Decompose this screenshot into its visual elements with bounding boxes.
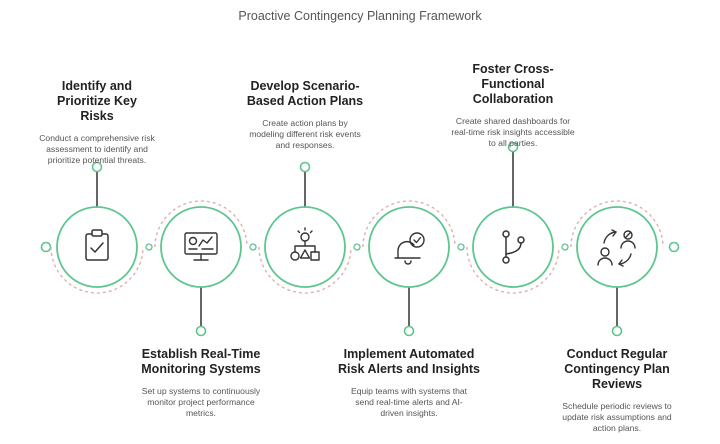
node-circle-step-6 [576, 206, 658, 288]
flow-arc-4 [362, 200, 456, 248]
junction-dot [145, 243, 153, 251]
step-6-description: Schedule periodic reviews to update risk… [562, 401, 672, 433]
monitor-dashboard-icon [184, 232, 218, 261]
step-4-heading: Implement Automated Risk Alerts and Insi… [338, 347, 480, 376]
clipboard-check-icon [85, 229, 109, 261]
flow-arc-5 [466, 246, 560, 294]
step-5-heading: Foster Cross-Functional Collaboration [472, 62, 554, 106]
bell-check-icon [394, 232, 425, 265]
node-circle-step-5 [472, 206, 554, 288]
git-branch-icon [502, 230, 525, 264]
diagram-title: Proactive Contingency Planning Framework [238, 9, 482, 23]
node-circle-step-1 [56, 206, 138, 288]
flow-arc-6 [570, 200, 664, 248]
step-3-heading: Develop Scenario-Based Action Plans [246, 79, 364, 108]
step-3-text: Develop Scenario-Based Action Plans Crea… [210, 79, 400, 151]
review-cycle-icon [597, 229, 636, 267]
step-5-description: Create shared dashboards for real-time r… [451, 116, 575, 148]
step-6-heading: Conduct Regular Contingency Plan Reviews [564, 347, 670, 391]
step-2-text: Establish Real-Time Monitoring Systems S… [106, 347, 296, 419]
flow-arc-2 [154, 200, 248, 248]
connector-dot-step-3 [299, 161, 311, 173]
step-3-description: Create action plans by modeling differen… [249, 118, 361, 150]
step-4-description: Equip teams with systems that send real-… [350, 386, 468, 418]
step-1-heading: Identify and Prioritize Key Risks [57, 79, 137, 123]
connector-dot-step-2 [195, 325, 207, 337]
junction-dot [249, 243, 257, 251]
junction-dot [457, 243, 465, 251]
flow-arc-3 [258, 246, 352, 294]
connector-dot-step-1 [91, 161, 103, 173]
node-circle-step-4 [368, 206, 450, 288]
connector-dot-step-5 [507, 141, 519, 153]
node-circle-step-2 [160, 206, 242, 288]
scenario-tree-icon [290, 227, 320, 261]
connector-dot-step-4 [403, 325, 415, 337]
step-2-description: Set up systems to continuously monitor p… [141, 386, 261, 418]
connector-dot-step-6 [611, 325, 623, 337]
flow-end-dot [668, 241, 680, 253]
step-1-text: Identify and Prioritize Key Risks Conduc… [2, 79, 192, 166]
step-5-text: Foster Cross-Functional Collaboration Cr… [418, 62, 608, 149]
junction-dot [353, 243, 361, 251]
step-2-heading: Establish Real-Time Monitoring Systems [141, 347, 261, 376]
flow-arc-1 [50, 246, 144, 294]
step-6-text: Conduct Regular Contingency Plan Reviews… [522, 347, 712, 434]
step-4-text: Implement Automated Risk Alerts and Insi… [314, 347, 504, 419]
step-1-description: Conduct a comprehensive risk assessment … [39, 133, 155, 165]
flow-start-dot [40, 241, 52, 253]
node-circle-step-3 [264, 206, 346, 288]
junction-dot [561, 243, 569, 251]
